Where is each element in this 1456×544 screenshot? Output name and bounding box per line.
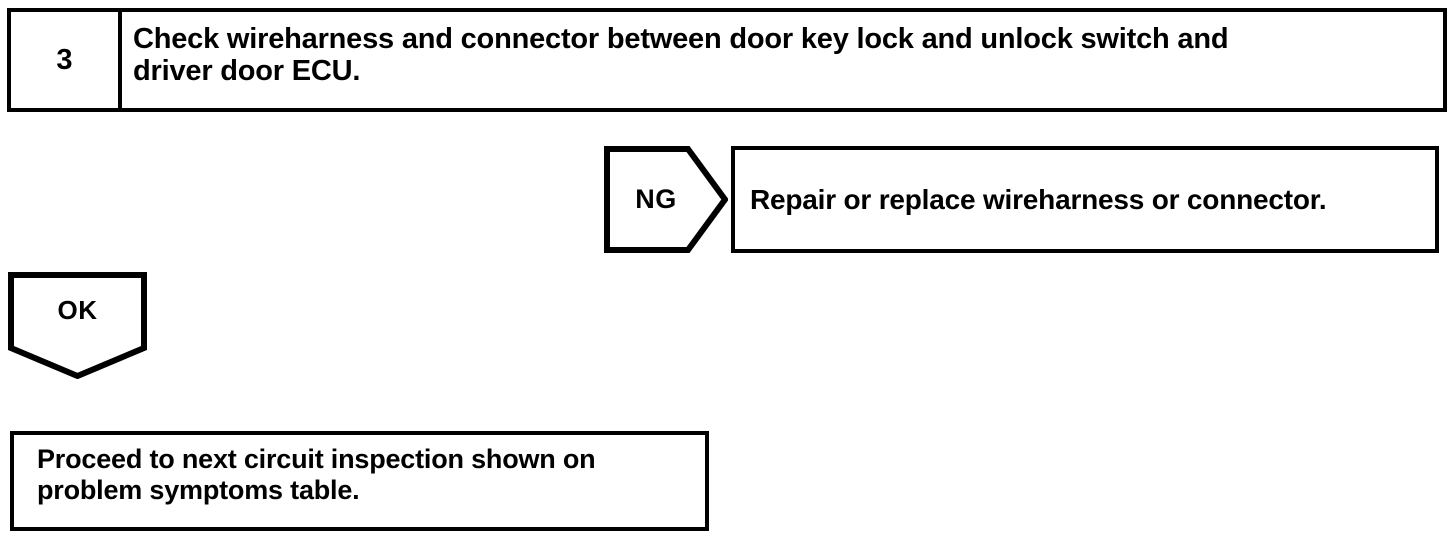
- ng-result-box: Repair or replace wireharness or connect…: [731, 146, 1439, 253]
- ok-branch-arrow: [8, 272, 147, 379]
- ok-result-text: Proceed to next circuit inspection shown…: [37, 444, 596, 505]
- ng-arrow-shape: [604, 146, 728, 253]
- step-number-cell: 3: [11, 12, 122, 108]
- step-row: 3 Check wireharness and connector betwee…: [7, 8, 1447, 112]
- step-instruction-cell: Check wireharness and connector between …: [122, 12, 1443, 108]
- step-instruction-text: Check wireharness and connector between …: [133, 23, 1229, 88]
- ok-result-box: Proceed to next circuit inspection shown…: [10, 431, 709, 531]
- ng-result-text: Repair or replace wireharness or connect…: [750, 183, 1327, 215]
- ng-branch-arrow: [604, 146, 728, 253]
- ok-arrow-shape: [8, 272, 147, 379]
- step-number: 3: [56, 43, 73, 76]
